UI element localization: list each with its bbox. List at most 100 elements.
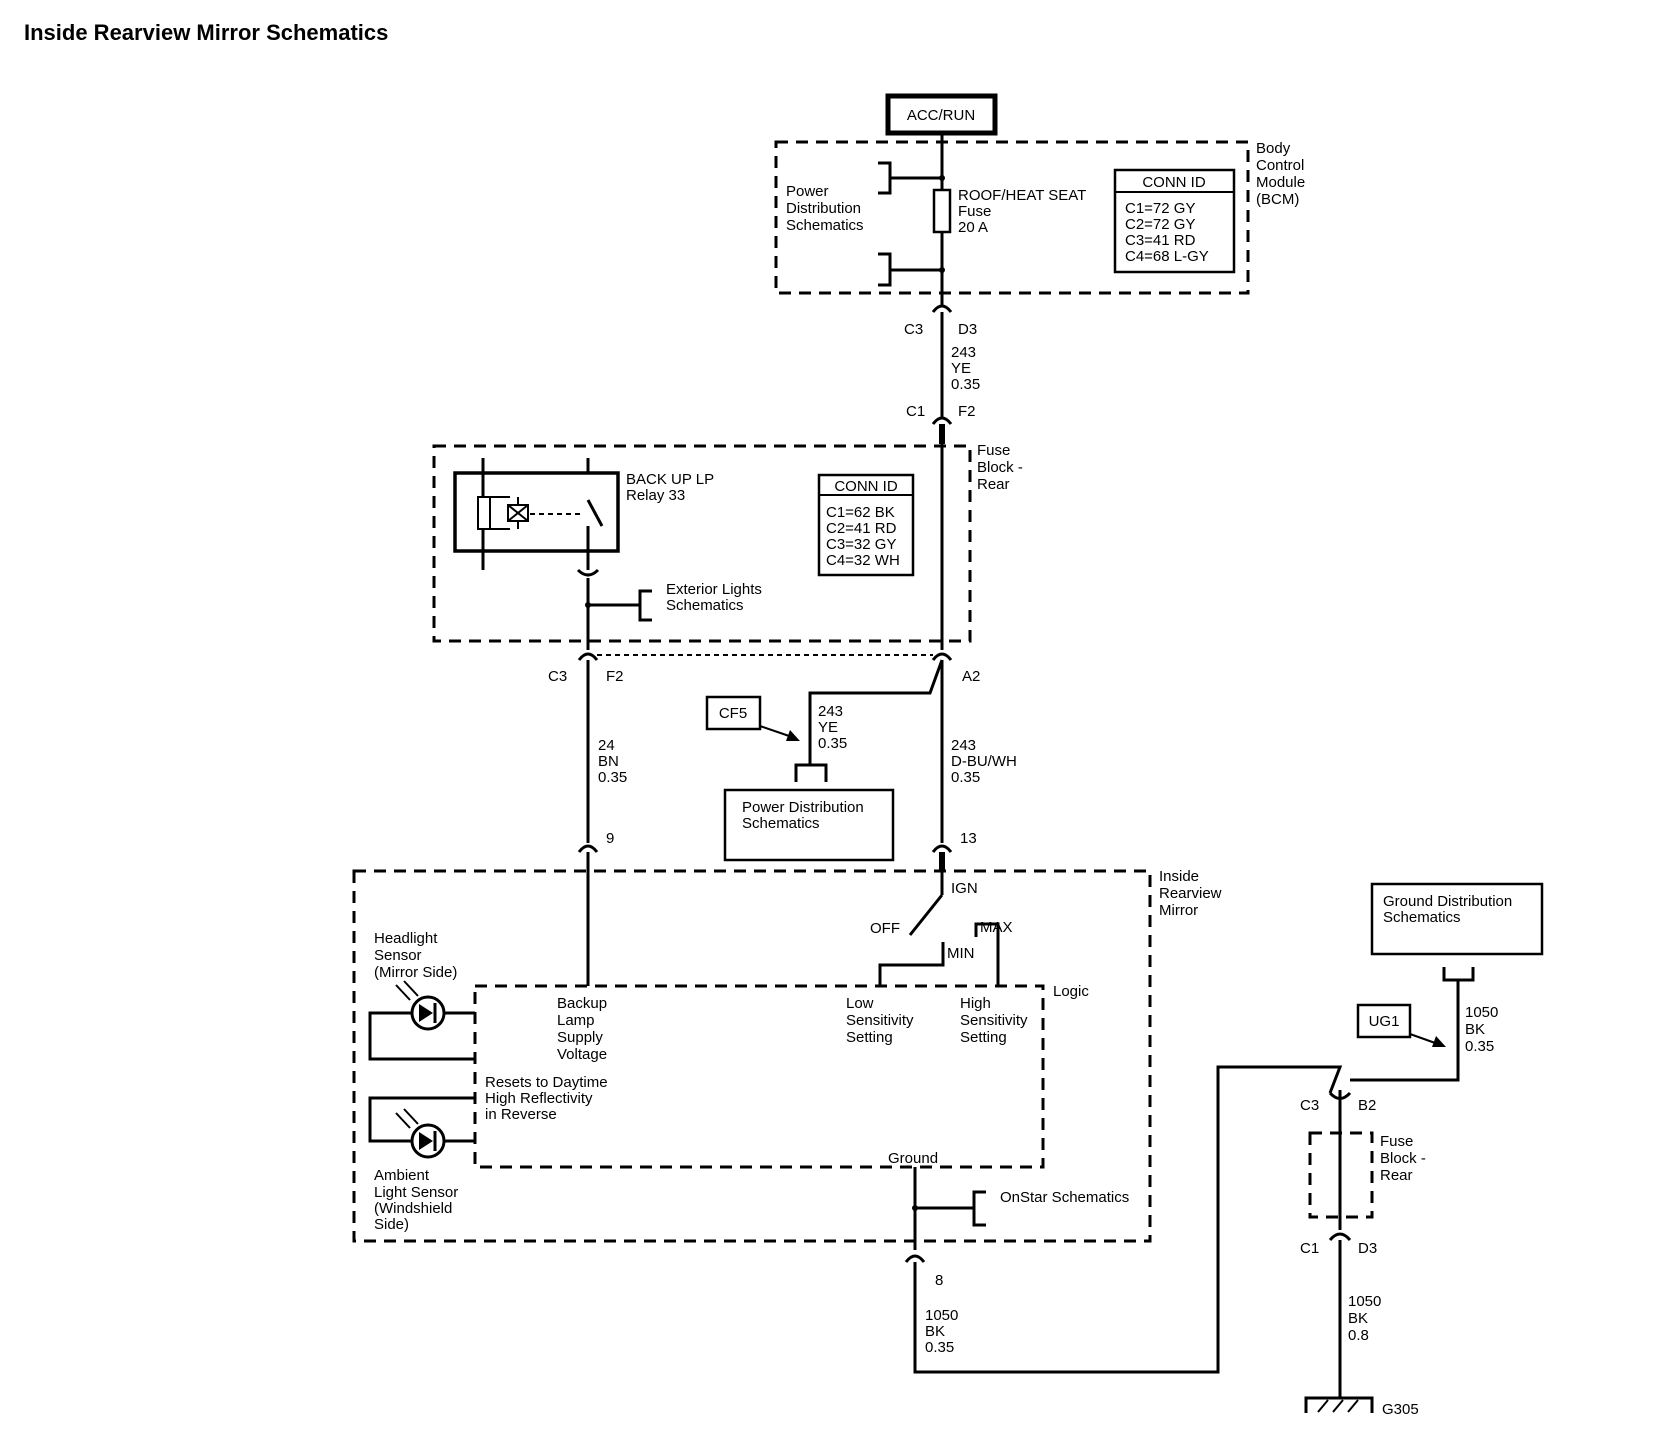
- max-contact: [974, 922, 1000, 986]
- power-dist-bracket-bottom: [878, 252, 892, 287]
- resets-label: Resets to Daytime High Reflectivity in R…: [485, 1074, 612, 1123]
- ambient-light-sensor-photodiode-icon: [368, 1096, 475, 1159]
- max-label: MAX: [980, 919, 1013, 936]
- pin-label: 8: [935, 1272, 943, 1289]
- wire-label-243-ye-mid: 243 YE 0.35: [818, 703, 847, 752]
- conn-label: C3: [1300, 1097, 1319, 1114]
- wire-label-24-bn: 24 BN 0.35: [598, 737, 627, 786]
- power-source-label: ACC/RUN: [907, 107, 975, 124]
- svg-text:UG1: UG1: [1369, 1013, 1400, 1030]
- logic-label: Logic: [1053, 983, 1089, 1000]
- svg-text:C2=41 RD: C2=41 RD: [826, 520, 897, 537]
- conn-label: C1: [1300, 1240, 1319, 1257]
- ground-dist-stub: [1442, 967, 1475, 982]
- conn-label: C3: [904, 321, 923, 338]
- fuse-block-conn-id-table: CONN ID C1=62 BK C2=41 RD C3=32 GY C4=32…: [817, 473, 915, 577]
- svg-text:Ground Distribution: Ground Distribution: [1383, 893, 1512, 910]
- power-dist-ref-bcm: Power Distribution Schematics: [786, 183, 865, 234]
- connector-c1-d3: [1328, 1232, 1352, 1242]
- min-contact: [878, 942, 945, 986]
- bcm-module-outline: [774, 140, 1250, 295]
- min-label: MIN: [947, 945, 975, 962]
- ground-distribution-box: Ground Distribution Schematics: [1370, 882, 1544, 956]
- power-dist-stub: [794, 763, 828, 782]
- ambient-sensor-label: Ambient Light Sensor (Windshield Side): [374, 1167, 462, 1233]
- onstar-ref: OnStar Schematics: [1000, 1189, 1129, 1206]
- conn-label: C3: [548, 668, 567, 685]
- backup-lamp-relay: [453, 458, 620, 570]
- relay-label: BACK UP LP Relay 33: [626, 471, 718, 504]
- fuse-block-rear-outline: [432, 444, 972, 643]
- fuse-block-rear-label: Fuse Block - Rear: [977, 442, 1027, 493]
- wire-label-1050-bk-ground: 1050 BK 0.8: [1348, 1293, 1386, 1344]
- connector-pin: [939, 424, 945, 444]
- ground-symbol-icon: [1304, 1396, 1374, 1413]
- ug1-splice-ref: UG1: [1356, 1003, 1446, 1047]
- power-dist-bracket-top: [878, 161, 892, 195]
- mirror-label: Inside Rearview Mirror: [1159, 868, 1226, 919]
- svg-text:Schematics: Schematics: [742, 815, 820, 832]
- connector-c3-f2: [577, 652, 599, 661]
- splice-dot: [939, 267, 945, 273]
- headlight-sensor-label: Headlight Sensor (Mirror Side): [374, 930, 457, 981]
- svg-text:CONN ID: CONN ID: [1142, 174, 1206, 191]
- svg-text:Power Distribution: Power Distribution: [742, 799, 864, 816]
- onstar-bracket: [972, 1190, 986, 1227]
- ign-switch-blade: [908, 894, 944, 936]
- svg-text:C1=62 BK: C1=62 BK: [826, 504, 895, 521]
- backup-supply-label: Backup Lamp Supply Voltage: [557, 995, 611, 1063]
- mirror-module-outline: [352, 869, 1152, 1243]
- power-distribution-box: Power Distribution Schematics: [723, 788, 895, 862]
- ign-label: IGN: [951, 880, 978, 897]
- wire-label-1050-bk-right: 1050 BK 0.35: [1465, 1004, 1503, 1055]
- logic-outline: [473, 984, 1045, 1169]
- svg-text:C3=41 RD: C3=41 RD: [1125, 232, 1196, 249]
- fuse-label: ROOF/HEAT SEAT Fuse 20 A: [958, 187, 1090, 236]
- ground-point-label: G305: [1382, 1401, 1419, 1418]
- conn-label: A2: [962, 668, 980, 685]
- exterior-bracket: [638, 589, 652, 622]
- power-source: ACC/RUN: [885, 93, 998, 136]
- svg-text:C4=68 L-GY: C4=68 L-GY: [1125, 248, 1209, 265]
- conn-label: F2: [606, 668, 624, 685]
- ground-label: Ground: [888, 1150, 938, 1167]
- connector-c1-f2: [931, 416, 953, 425]
- low-sensitivity-label: Low Sensitivity Setting: [846, 995, 918, 1046]
- svg-text:Schematics: Schematics: [1383, 909, 1461, 926]
- svg-text:C3=32 GY: C3=32 GY: [826, 536, 896, 553]
- connector-a2: [931, 652, 953, 661]
- connector-c3-d3: [931, 304, 953, 313]
- conn-label: B2: [1358, 1097, 1376, 1114]
- fuse-block-rear-2-outline: [1308, 1131, 1374, 1219]
- mirror-pin-13: [931, 844, 953, 853]
- pin-label: 9: [606, 830, 614, 847]
- splice-dot: [939, 175, 945, 181]
- mirror-pin-9: [577, 844, 599, 853]
- bcm-conn-id-table: CONN ID C1=72 GY C2=72 GY C3=41 RD C4=68…: [1113, 168, 1236, 274]
- high-sensitivity-label: High Sensitivity Setting: [960, 995, 1032, 1046]
- cf5-splice-ref: CF5: [705, 695, 800, 741]
- wire-243-ye-branch: [808, 659, 944, 765]
- page-title: Inside Rearview Mirror Schematics: [24, 20, 388, 45]
- svg-text:CF5: CF5: [719, 705, 747, 722]
- wire-1050-bk-right: [1350, 980, 1460, 1082]
- conn-label: F2: [958, 403, 976, 420]
- conn-label: C1: [906, 403, 925, 420]
- svg-text:C4=32 WH: C4=32 WH: [826, 552, 900, 569]
- mirror-pin-8: [904, 1254, 926, 1263]
- svg-text:C2=72 GY: C2=72 GY: [1125, 216, 1195, 233]
- wire-label-1050-bk-mirror: 1050 BK 0.35: [925, 1307, 963, 1356]
- wire-label-243-dbu: 243 D-BU/WH 0.35: [951, 737, 1021, 786]
- headlight-sensor-photodiode-icon: [368, 980, 475, 1061]
- wire-label-243-ye: 243 YE 0.35: [951, 344, 980, 393]
- bcm-label: Body Control Module (BCM): [1256, 140, 1309, 208]
- fuse-symbol: [932, 188, 952, 234]
- wire-1050-bk-to-splice: [913, 1065, 1343, 1374]
- conn-label: D3: [1358, 1240, 1377, 1257]
- svg-text:CONN ID: CONN ID: [834, 478, 898, 495]
- exterior-lights-ref: Exterior Lights Schematics: [666, 581, 766, 614]
- conn-label: D3: [958, 321, 977, 338]
- fuse-block-rear-2-label: Fuse Block - Rear: [1380, 1133, 1430, 1184]
- off-label: OFF: [870, 920, 900, 937]
